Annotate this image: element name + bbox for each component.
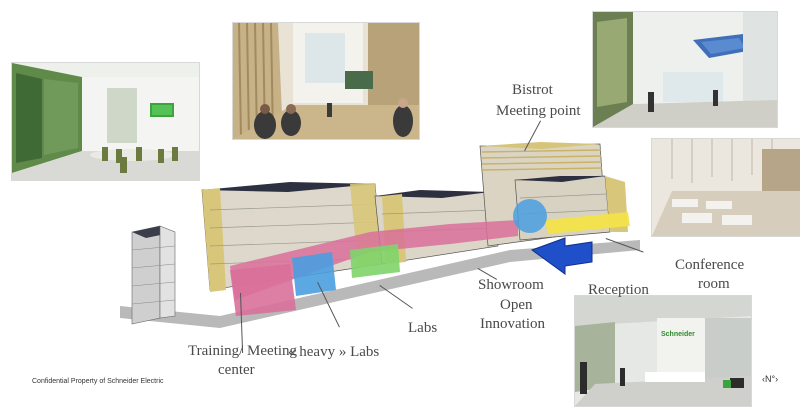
label-conference: Conference xyxy=(675,257,745,273)
confidential-footer: Confidential Property of Schneider Elect… xyxy=(32,378,164,385)
label-reception: Reception xyxy=(588,282,649,298)
label-showroom: Showroom xyxy=(478,277,544,293)
conference-room-photo xyxy=(652,139,800,236)
label-open: Open xyxy=(500,297,533,313)
label-training-meeting: Training/ Meeting xyxy=(188,343,298,359)
building-cutaway xyxy=(120,142,640,328)
label-heavy-labs: « heavy » Labs xyxy=(288,344,380,360)
label-meeting-point: Meeting point xyxy=(496,103,581,119)
page-number: ‹N°› xyxy=(762,374,779,384)
reception-photo xyxy=(575,296,751,406)
label-bistrot: Bistrot xyxy=(512,82,553,98)
atrium-photo xyxy=(233,23,419,139)
bistrot-photo xyxy=(593,12,777,127)
label-labs: Labs xyxy=(408,320,438,336)
label-room: room xyxy=(698,276,730,292)
schneider-sign: Schneider xyxy=(661,331,695,338)
meeting-room-photo xyxy=(12,63,199,180)
label-center: center xyxy=(218,362,255,378)
label-innovation: Innovation xyxy=(480,316,545,332)
